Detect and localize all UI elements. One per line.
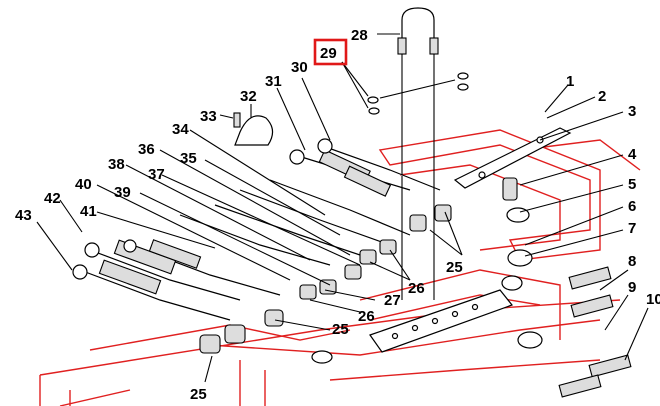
callout-7: 7 (628, 220, 636, 237)
callout-9: 9 (628, 279, 636, 296)
callout-1: 1 (566, 73, 574, 90)
callout-30: 30 (291, 59, 308, 76)
callout-35: 35 (180, 150, 197, 167)
callout-38: 38 (108, 156, 125, 173)
leader-lines (36, 33, 649, 383)
callout-2: 2 (598, 88, 606, 105)
callout-25-middle: 25 (332, 321, 349, 338)
callout-8: 8 (628, 253, 636, 270)
callout-39: 39 (114, 184, 131, 201)
callout-40: 40 (75, 176, 92, 193)
callout-34: 34 (172, 121, 189, 138)
callout-43: 43 (15, 207, 32, 224)
callout-3: 3 (628, 103, 636, 120)
highlight-box (313, 38, 348, 66)
callout-5: 5 (628, 176, 636, 193)
callout-37: 37 (148, 166, 165, 183)
callout-36: 36 (138, 141, 155, 158)
callout-32: 32 (240, 88, 257, 105)
hose-assemblies (72, 138, 441, 321)
washers-and-nuts (367, 72, 469, 115)
fittings (199, 177, 632, 398)
callout-25-lower: 25 (190, 386, 207, 403)
callout-25-upper: 25 (446, 259, 463, 276)
callout-labels: 28 29 30 31 32 33 34 35 36 37 38 39 40 4… (15, 27, 660, 403)
chassis-frame (39, 129, 641, 406)
callout-26-lower: 26 (358, 308, 375, 325)
clamp (233, 112, 274, 146)
callout-6: 6 (628, 198, 636, 215)
callout-33: 33 (200, 108, 217, 125)
callout-27: 27 (384, 292, 401, 309)
callout-42: 42 (44, 190, 61, 207)
callout-26-upper: 26 (408, 280, 425, 297)
callout-10: 10 (646, 291, 660, 308)
callout-28: 28 (351, 27, 368, 44)
callout-41: 41 (80, 203, 97, 220)
callout-29: 29 (320, 45, 337, 62)
bracket (453, 127, 572, 189)
manifold-plate (369, 289, 513, 353)
u-bolt (397, 7, 439, 300)
callout-4: 4 (628, 146, 637, 163)
callout-31: 31 (265, 73, 282, 90)
